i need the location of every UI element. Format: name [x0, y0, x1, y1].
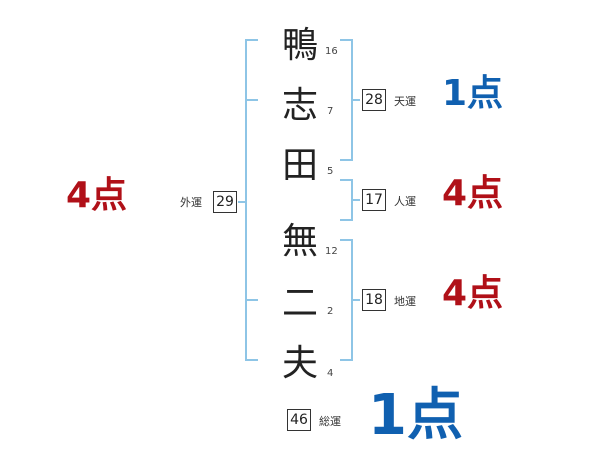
souun-label: 総運	[319, 415, 341, 428]
chiun-bracket	[340, 239, 353, 361]
jinun-score: 4点	[442, 173, 504, 214]
gaiun-score: 4点	[66, 175, 128, 216]
tenun-label: 天運	[394, 95, 416, 108]
name-char-5: 二	[281, 283, 318, 324]
stroke-count-2: 7	[327, 106, 334, 117]
chiun-value: 18	[362, 289, 386, 311]
stroke-count-5: 2	[327, 306, 334, 317]
tenun-value: 28	[362, 89, 386, 111]
gaiun-value: 29	[213, 191, 237, 213]
name-char-1: 鴨	[281, 25, 318, 66]
stroke-count-6: 4	[327, 368, 334, 379]
name-char-2: 志	[281, 85, 318, 126]
name-char-6: 夫	[281, 343, 318, 384]
jinun-label: 人運	[394, 195, 416, 208]
gaiun-label: 外運	[180, 196, 202, 209]
gaiun-bracket	[245, 39, 258, 361]
tenun-bracket	[340, 39, 353, 161]
jinun-bracket	[340, 179, 353, 221]
name-char-3: 田	[281, 145, 318, 186]
stroke-count-3: 5	[327, 166, 334, 177]
name-char-4: 無	[281, 221, 318, 262]
stroke-count-1: 16	[325, 46, 338, 57]
jinun-value: 17	[362, 189, 386, 211]
tenun-score: 1点	[442, 73, 504, 114]
chiun-score: 4点	[442, 273, 504, 314]
souun-value: 46	[287, 409, 311, 431]
souun-score: 1点	[368, 383, 463, 448]
chiun-label: 地運	[394, 295, 416, 308]
stroke-count-4: 12	[325, 246, 338, 257]
